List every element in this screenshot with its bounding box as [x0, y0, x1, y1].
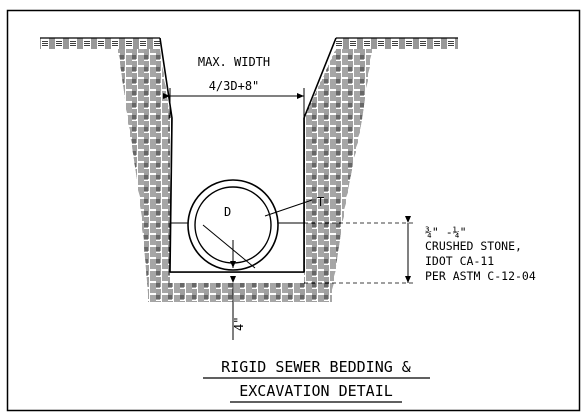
title-line-2: EXCAVATION DETAIL — [239, 382, 393, 400]
width-formula-label: 4/3D+8" — [209, 79, 260, 93]
stone-spec-line-3: PER ASTM C-12-04 — [425, 269, 536, 283]
ground-surface-right — [336, 38, 458, 49]
stone-spec-line-1: CRUSHED STONE, — [425, 239, 522, 253]
title-line-1: RIGID SEWER BEDDING & — [221, 358, 411, 376]
diameter-dimension — [202, 224, 256, 269]
bedding-depth-label: 4" — [232, 317, 246, 331]
ground-surface-left — [40, 38, 160, 49]
trench-wall-right — [304, 49, 372, 293]
wall-thickness-label: T — [317, 195, 324, 209]
diameter-label: D — [224, 205, 231, 219]
max-width-label: MAX. WIDTH — [198, 55, 270, 69]
trench-bottom-soil — [148, 283, 332, 302]
trench-wall-left — [118, 49, 170, 293]
drawing-border — [6, 9, 581, 412]
stone-spec-line-2: IDOT CA-11 — [425, 254, 494, 268]
wall-thickness-leader — [264, 199, 313, 217]
stone-size-label: ¾" -¼" — [425, 225, 467, 239]
